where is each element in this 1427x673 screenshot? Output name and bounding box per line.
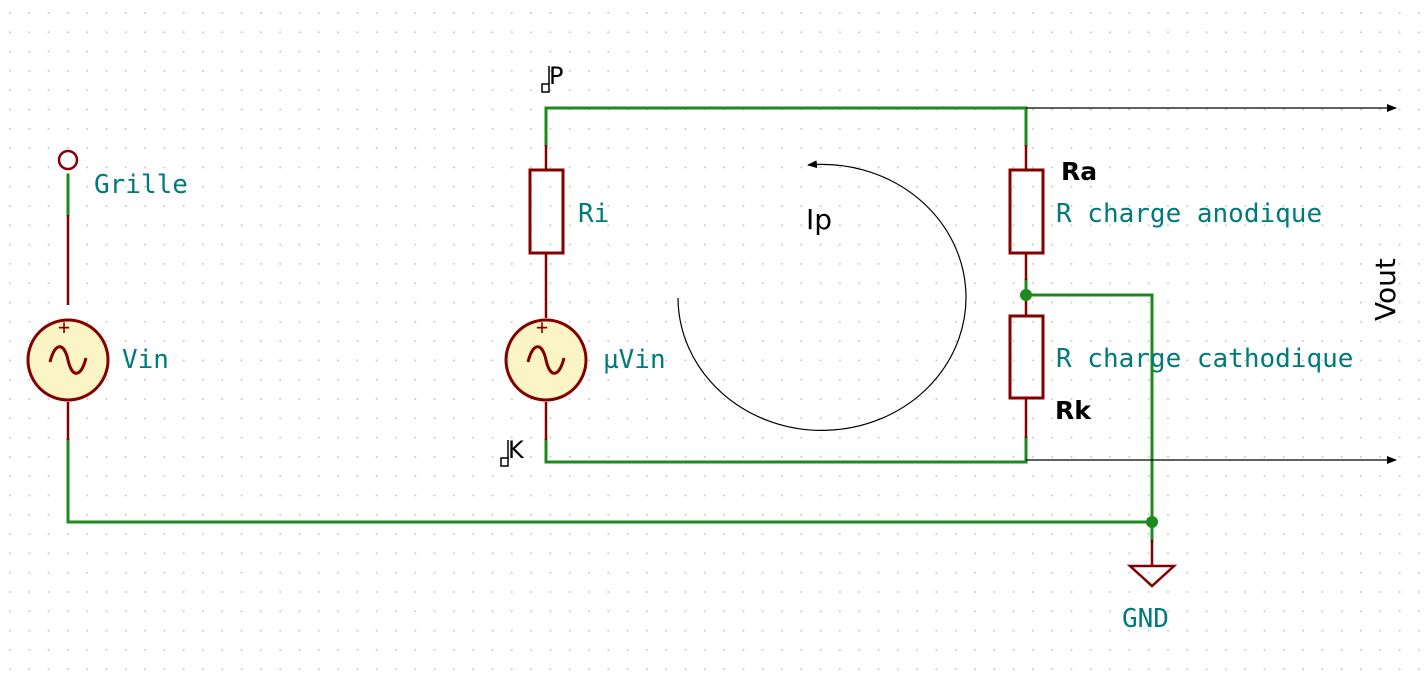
- label-rk: Rk: [1055, 396, 1092, 425]
- resistor-icon: [1008, 314, 1045, 400]
- label-p: P: [549, 62, 563, 90]
- port-flag-icon: [541, 66, 550, 93]
- label-ip: Ip: [806, 203, 832, 236]
- open-connector-icon: [57, 149, 79, 171]
- label-ra-desc: R charge anodique: [1056, 199, 1322, 229]
- component-leads: [66, 145, 1154, 566]
- wires: [66, 106, 1154, 542]
- wire-plate-node: [544, 106, 1028, 147]
- label-k: K: [508, 436, 525, 464]
- port-flag-icon: [500, 440, 509, 467]
- ac-voltage-source-icon: [26, 318, 110, 402]
- label-muvin: µVin: [603, 345, 666, 375]
- current-loop-arrow: [677, 160, 967, 431]
- plus-sign: +: [58, 315, 70, 339]
- label-rk-desc: R charge cathodique: [1056, 344, 1353, 374]
- junction-dot-icon: [1146, 516, 1158, 528]
- wire-mid-to-gnd: [1024, 293, 1154, 542]
- ac-voltage-source-icon: [504, 318, 588, 402]
- label-vout: Vout: [1369, 258, 1402, 321]
- ground-icon: [1126, 564, 1178, 588]
- plus-sign: +: [536, 315, 548, 339]
- label-ra: Ra: [1061, 157, 1097, 186]
- label-grille: Grille: [94, 170, 188, 200]
- label-vin: Vin: [122, 345, 169, 375]
- label-gnd: GND: [1122, 604, 1169, 634]
- resistor-icon: [1008, 168, 1045, 255]
- junction-dot-icon: [1020, 289, 1032, 301]
- label-ri: Ri: [578, 199, 609, 229]
- resistor-icon: [528, 168, 565, 255]
- wire-cathode-node: [544, 436, 1028, 464]
